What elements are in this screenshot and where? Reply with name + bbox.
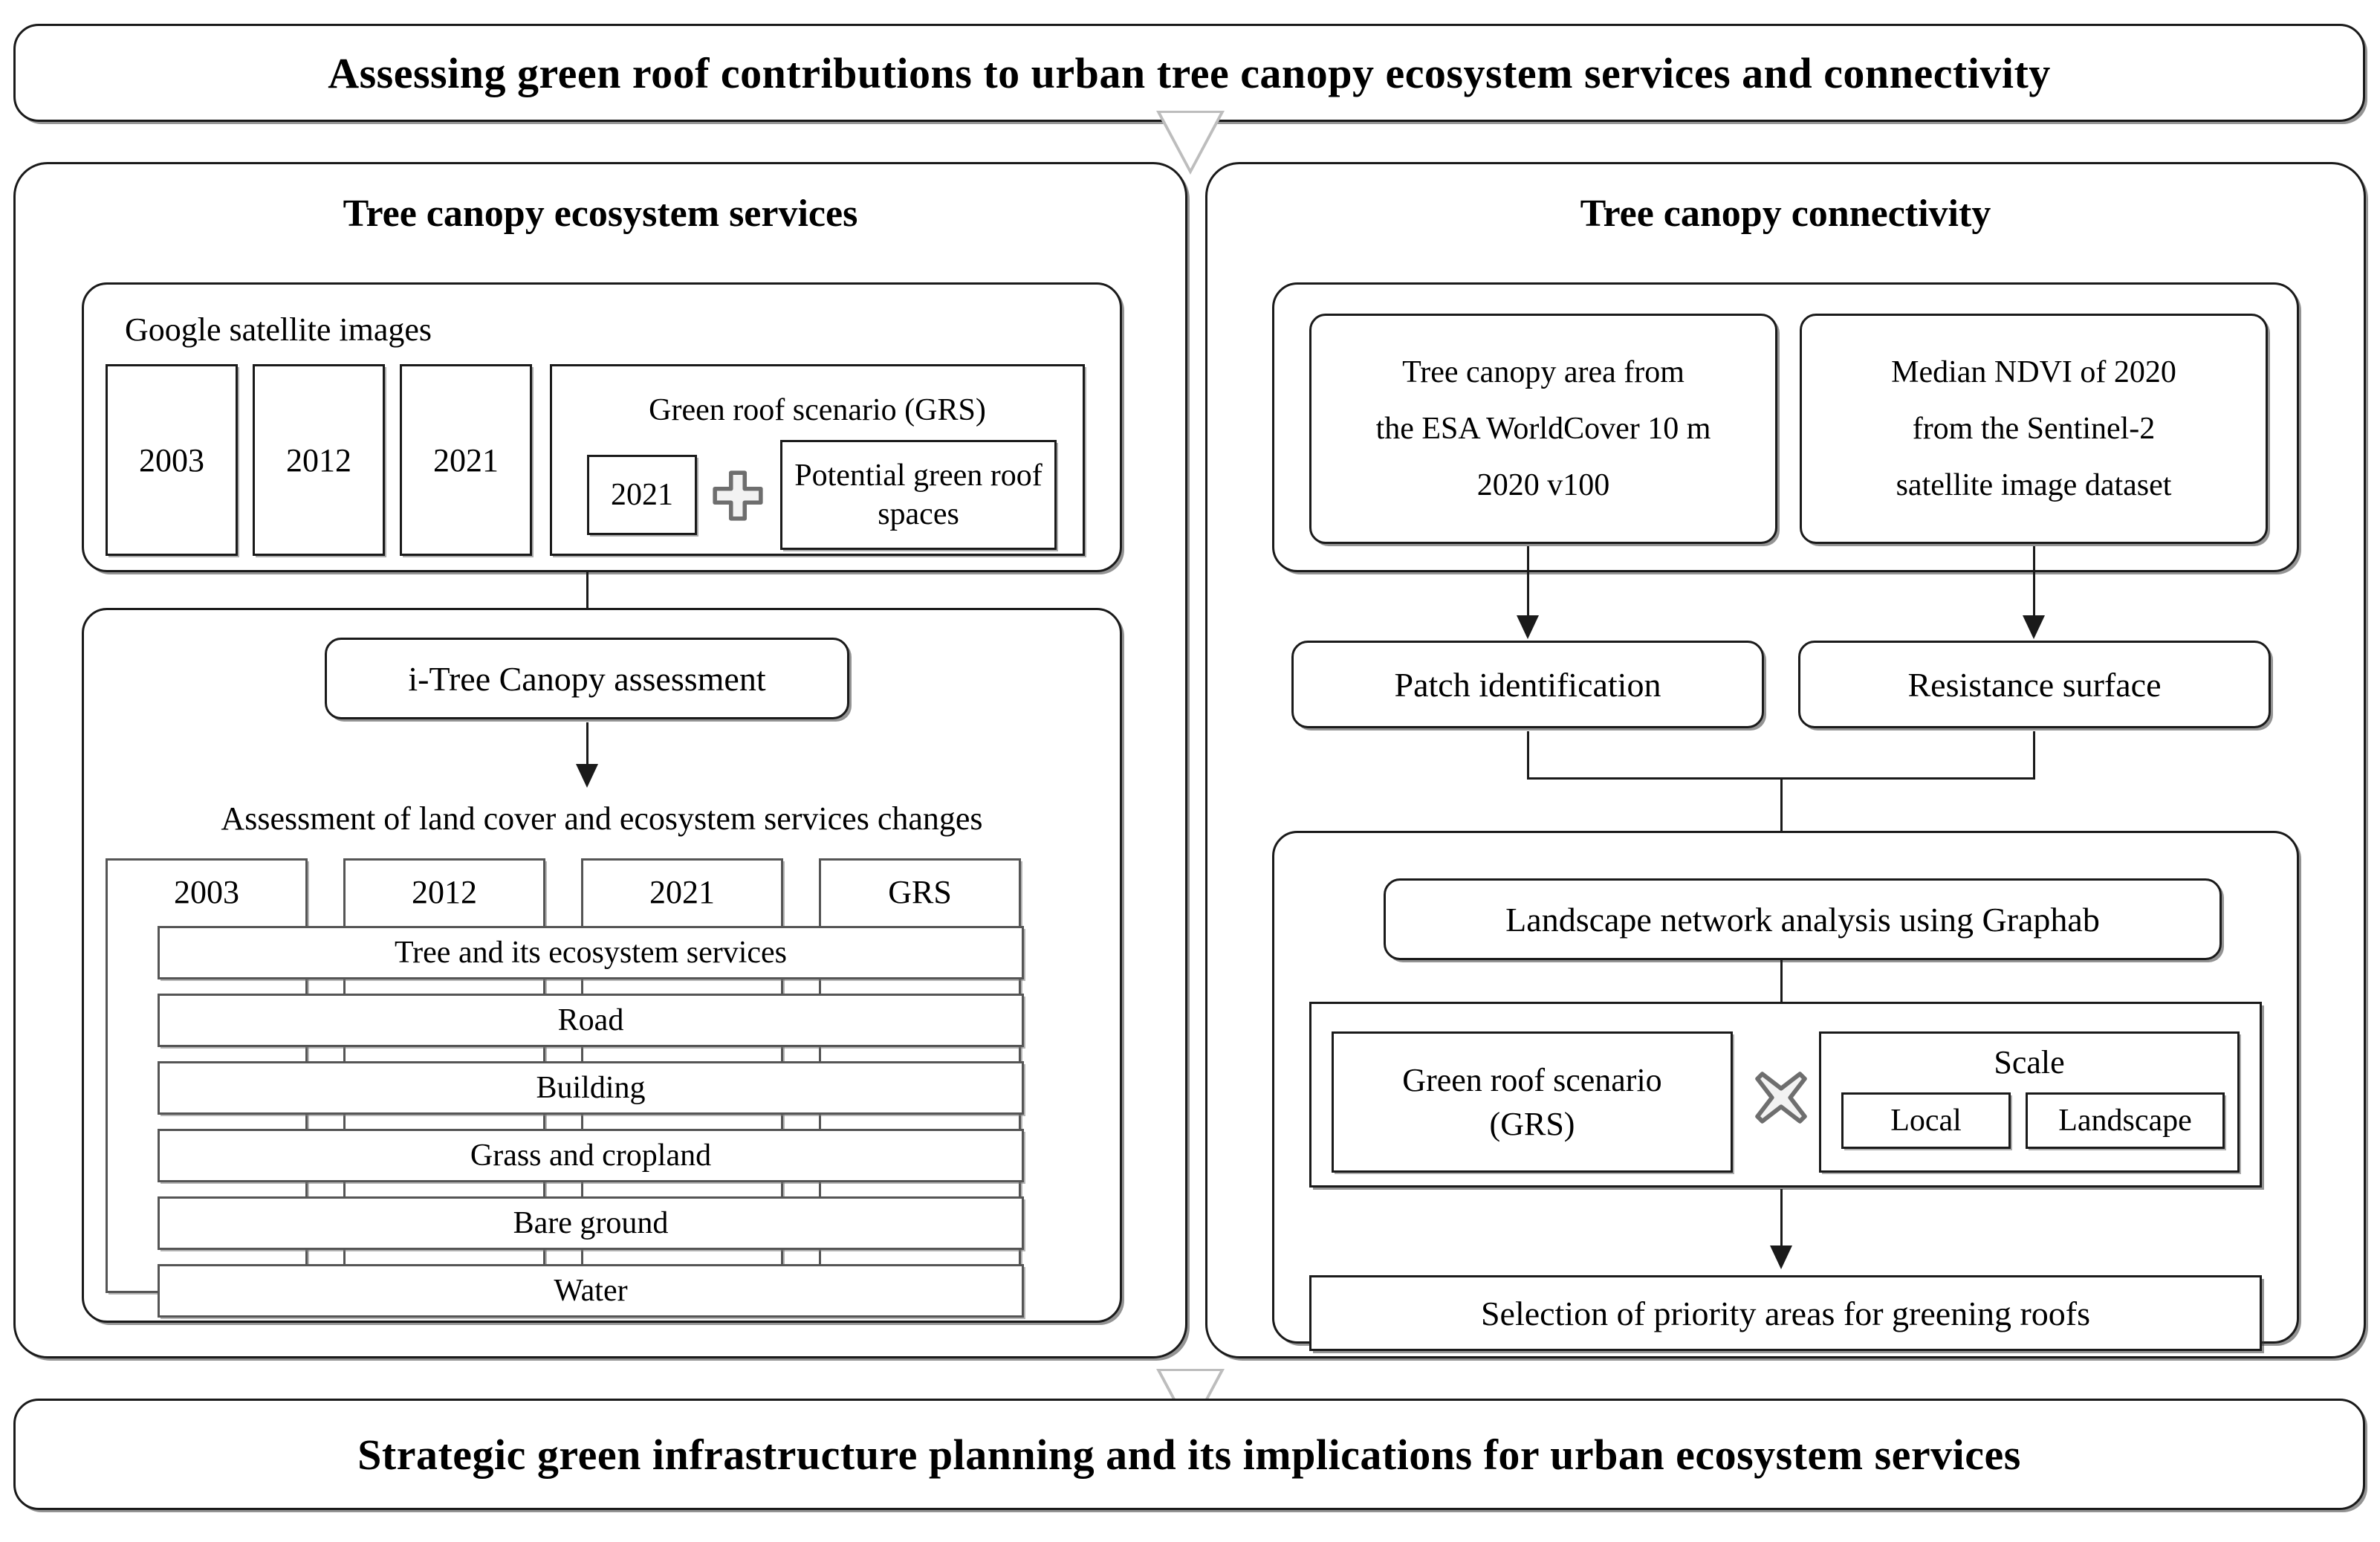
source-box-esa-worldcover[interactable]: Tree canopy area from the ESA WorldCover… — [1309, 314, 1777, 544]
connector-resistance-down — [2033, 731, 2035, 779]
source-line: from the Sentinel-2 — [1912, 412, 2156, 446]
right-panel-title: Tree canopy connectivity — [1580, 192, 1991, 235]
matrix-row-building[interactable]: Building — [158, 1061, 1024, 1115]
connector-triangle-top-fill — [1161, 113, 1220, 169]
matrix-row-road[interactable]: Road — [158, 994, 1024, 1047]
grs-scenario-box[interactable]: Green roof scenario (GRS) — [1332, 1031, 1733, 1173]
times-icon — [1755, 1072, 1807, 1124]
matrix-column-header-2021: 2021 — [649, 873, 715, 910]
year-box-2003[interactable]: 2003 — [106, 364, 238, 556]
arrow-itree-to-assessment-line — [586, 722, 588, 768]
scale-option-landscape[interactable]: Landscape — [2026, 1092, 2225, 1149]
bottom-banner-text: Strategic green infrastructure planning … — [357, 1430, 2021, 1479]
bottom-banner: Strategic green infrastructure planning … — [13, 1399, 2365, 1510]
plus-icon — [713, 470, 763, 521]
scenario-line: Green roof scenario — [1402, 1061, 1662, 1098]
source-line: the ESA WorldCover 10 m — [1375, 412, 1711, 446]
source-line: Tree canopy area from — [1402, 355, 1685, 389]
scenario-line: (GRS) — [1489, 1106, 1575, 1142]
scale-group-label: Scale — [1994, 1044, 2065, 1081]
connector-graphab-to-scenario — [1780, 960, 1783, 1002]
arrow-scenario-to-output-head — [1770, 1245, 1792, 1269]
top-banner: Assessing green roof contributions to ur… — [13, 24, 2365, 122]
connector-patch-down — [1527, 731, 1529, 779]
assessment-section-label: Assessment of land cover and ecosystem s… — [221, 800, 983, 837]
resistance-surface-box[interactable]: Resistance surface — [1798, 641, 2271, 728]
year-box-2012[interactable]: 2012 — [253, 364, 385, 556]
matrix-column-header-2003: 2003 — [174, 873, 239, 910]
arrow-esa-to-patch-head — [1517, 615, 1539, 639]
arrow-ndvi-to-resistance-head — [2023, 615, 2045, 639]
year-box-2021[interactable]: 2021 — [400, 364, 532, 556]
grs-potential-spaces-box[interactable]: Potential green roof spaces — [780, 440, 1057, 550]
matrix-column-header-grs: GRS — [888, 873, 952, 910]
arrow-itree-to-assessment-head — [576, 764, 598, 788]
matrix-row-grass-cropland[interactable]: Grass and cropland — [158, 1129, 1024, 1182]
arrow-ndvi-to-resistance-line — [2033, 546, 2035, 619]
left-panel-title: Tree canopy ecosystem services — [343, 192, 858, 235]
arrow-esa-to-patch-line — [1527, 546, 1529, 619]
priority-areas-output-box[interactable]: Selection of priority areas for greening… — [1309, 1275, 2262, 1351]
patch-identification-box[interactable]: Patch identification — [1291, 641, 1764, 728]
matrix-column-header-2012: 2012 — [412, 873, 477, 910]
source-line: 2020 v100 — [1476, 468, 1610, 502]
matrix-row-tree[interactable]: Tree and its ecosystem services — [158, 926, 1024, 979]
matrix-row-water[interactable]: Water — [158, 1264, 1024, 1318]
source-line: satellite image dataset — [1896, 468, 2172, 502]
matrix-row-bare-ground[interactable]: Bare ground — [158, 1196, 1024, 1250]
arrow-scenario-to-output-line — [1780, 1189, 1783, 1250]
scale-option-local[interactable]: Local — [1841, 1092, 2011, 1149]
grs-group-label: Green roof scenario (GRS) — [649, 393, 986, 427]
source-box-sentinel-ndvi[interactable]: Median NDVI of 2020 from the Sentinel-2 … — [1800, 314, 2268, 544]
graphab-analysis-box[interactable]: Landscape network analysis using Graphab — [1384, 878, 2222, 960]
top-banner-text: Assessing green roof contributions to ur… — [328, 48, 2051, 97]
grs-base-year-box[interactable]: 2021 — [587, 455, 697, 535]
google-satellite-label: Google satellite images — [125, 311, 432, 348]
itree-canopy-assessment-box[interactable]: i-Tree Canopy assessment — [325, 638, 849, 719]
source-line: Median NDVI of 2020 — [1891, 355, 2176, 389]
